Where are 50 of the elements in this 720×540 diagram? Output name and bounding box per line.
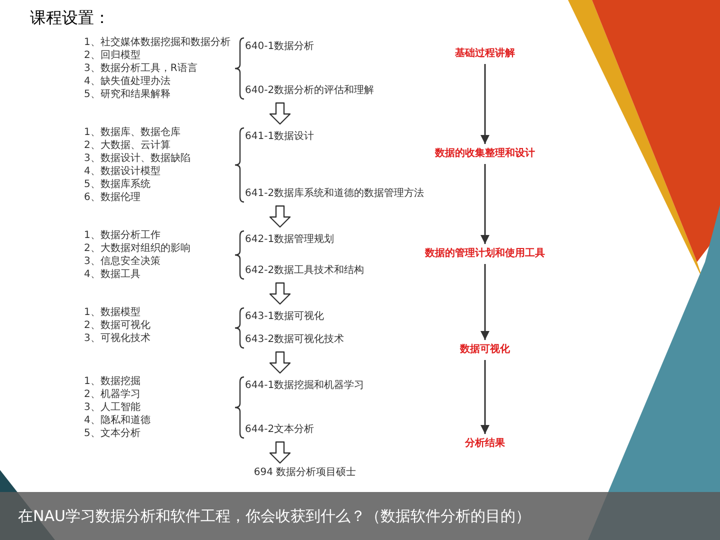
list-item: 1、数据库、数据仓库 bbox=[84, 126, 180, 139]
stage-label: 基础过程讲解 bbox=[410, 46, 560, 62]
degree-label: 694 数据分析项目硕士 bbox=[230, 465, 380, 480]
list-item: 1、社交媒体数据挖掘和数据分析 bbox=[84, 36, 230, 49]
list-item: 3、数据分析工具，R语言 bbox=[84, 62, 198, 75]
stage-label: 数据的管理计划和使用工具 bbox=[410, 246, 560, 262]
hollow-arrow bbox=[269, 102, 291, 125]
list-item: 6、数据伦理 bbox=[84, 191, 140, 204]
stage-label: 数据的收集整理和设计 bbox=[410, 146, 560, 162]
list-item: 5、研究和结果解释 bbox=[84, 88, 170, 101]
hollow-arrow bbox=[269, 205, 291, 228]
course-label: 642-2数据工具技术和结构 bbox=[245, 264, 364, 277]
list-item: 4、隐私和道德 bbox=[84, 414, 150, 427]
list-item: 4、数据工具 bbox=[84, 268, 140, 281]
course-label: 640-1数据分析 bbox=[245, 40, 314, 53]
list-item: 4、数据设计模型 bbox=[84, 165, 160, 178]
stage-label: 分析结果 bbox=[410, 436, 560, 452]
list-item: 5、文本分析 bbox=[84, 427, 140, 440]
list-item: 3、信息安全决策 bbox=[84, 255, 160, 268]
list-item: 3、数据设计、数据缺陷 bbox=[84, 152, 190, 165]
list-item: 2、机器学习 bbox=[84, 388, 140, 401]
list-item: 3、人工智能 bbox=[84, 401, 140, 414]
course-label: 644-2文本分析 bbox=[245, 423, 314, 436]
list-item: 5、数据库系统 bbox=[84, 178, 150, 191]
arrow bbox=[480, 360, 490, 434]
list-item: 2、大数据对组织的影响 bbox=[84, 242, 190, 255]
stage-label: 数据可视化 bbox=[410, 342, 560, 358]
list-item: 1、数据分析工作 bbox=[84, 229, 160, 242]
hollow-arrow bbox=[269, 351, 291, 374]
course-label: 644-1数据挖掘和机器学习 bbox=[245, 379, 364, 392]
course-label: 643-2数据可视化技术 bbox=[245, 333, 344, 346]
caption-bar: 在NAU学习数据分析和软件工程，你会收获到什么？（数据软件分析的目的） bbox=[0, 492, 720, 540]
arrow bbox=[480, 164, 490, 244]
hollow-arrow bbox=[269, 282, 291, 305]
arrow bbox=[480, 264, 490, 340]
course-label: 642-1数据管理规划 bbox=[245, 233, 334, 246]
list-item: 2、数据可视化 bbox=[84, 319, 150, 332]
arrow bbox=[480, 64, 490, 144]
list-item: 3、可视化技术 bbox=[84, 332, 150, 345]
course-label: 643-1数据可视化 bbox=[245, 310, 324, 323]
list-item: 1、数据模型 bbox=[84, 306, 140, 319]
list-item: 4、缺失值处理办法 bbox=[84, 75, 170, 88]
title: 课程设置： bbox=[30, 8, 110, 28]
list-item: 2、回归模型 bbox=[84, 49, 140, 62]
course-label: 640-2数据分析的评估和理解 bbox=[245, 84, 374, 97]
list-item: 1、数据挖掘 bbox=[84, 375, 140, 388]
list-item: 2、大数据、云计算 bbox=[84, 139, 170, 152]
course-label: 641-1数据设计 bbox=[245, 130, 314, 143]
course-label: 641-2数据库系统和道德的数据管理方法 bbox=[245, 187, 424, 200]
hollow-arrow bbox=[269, 441, 291, 464]
